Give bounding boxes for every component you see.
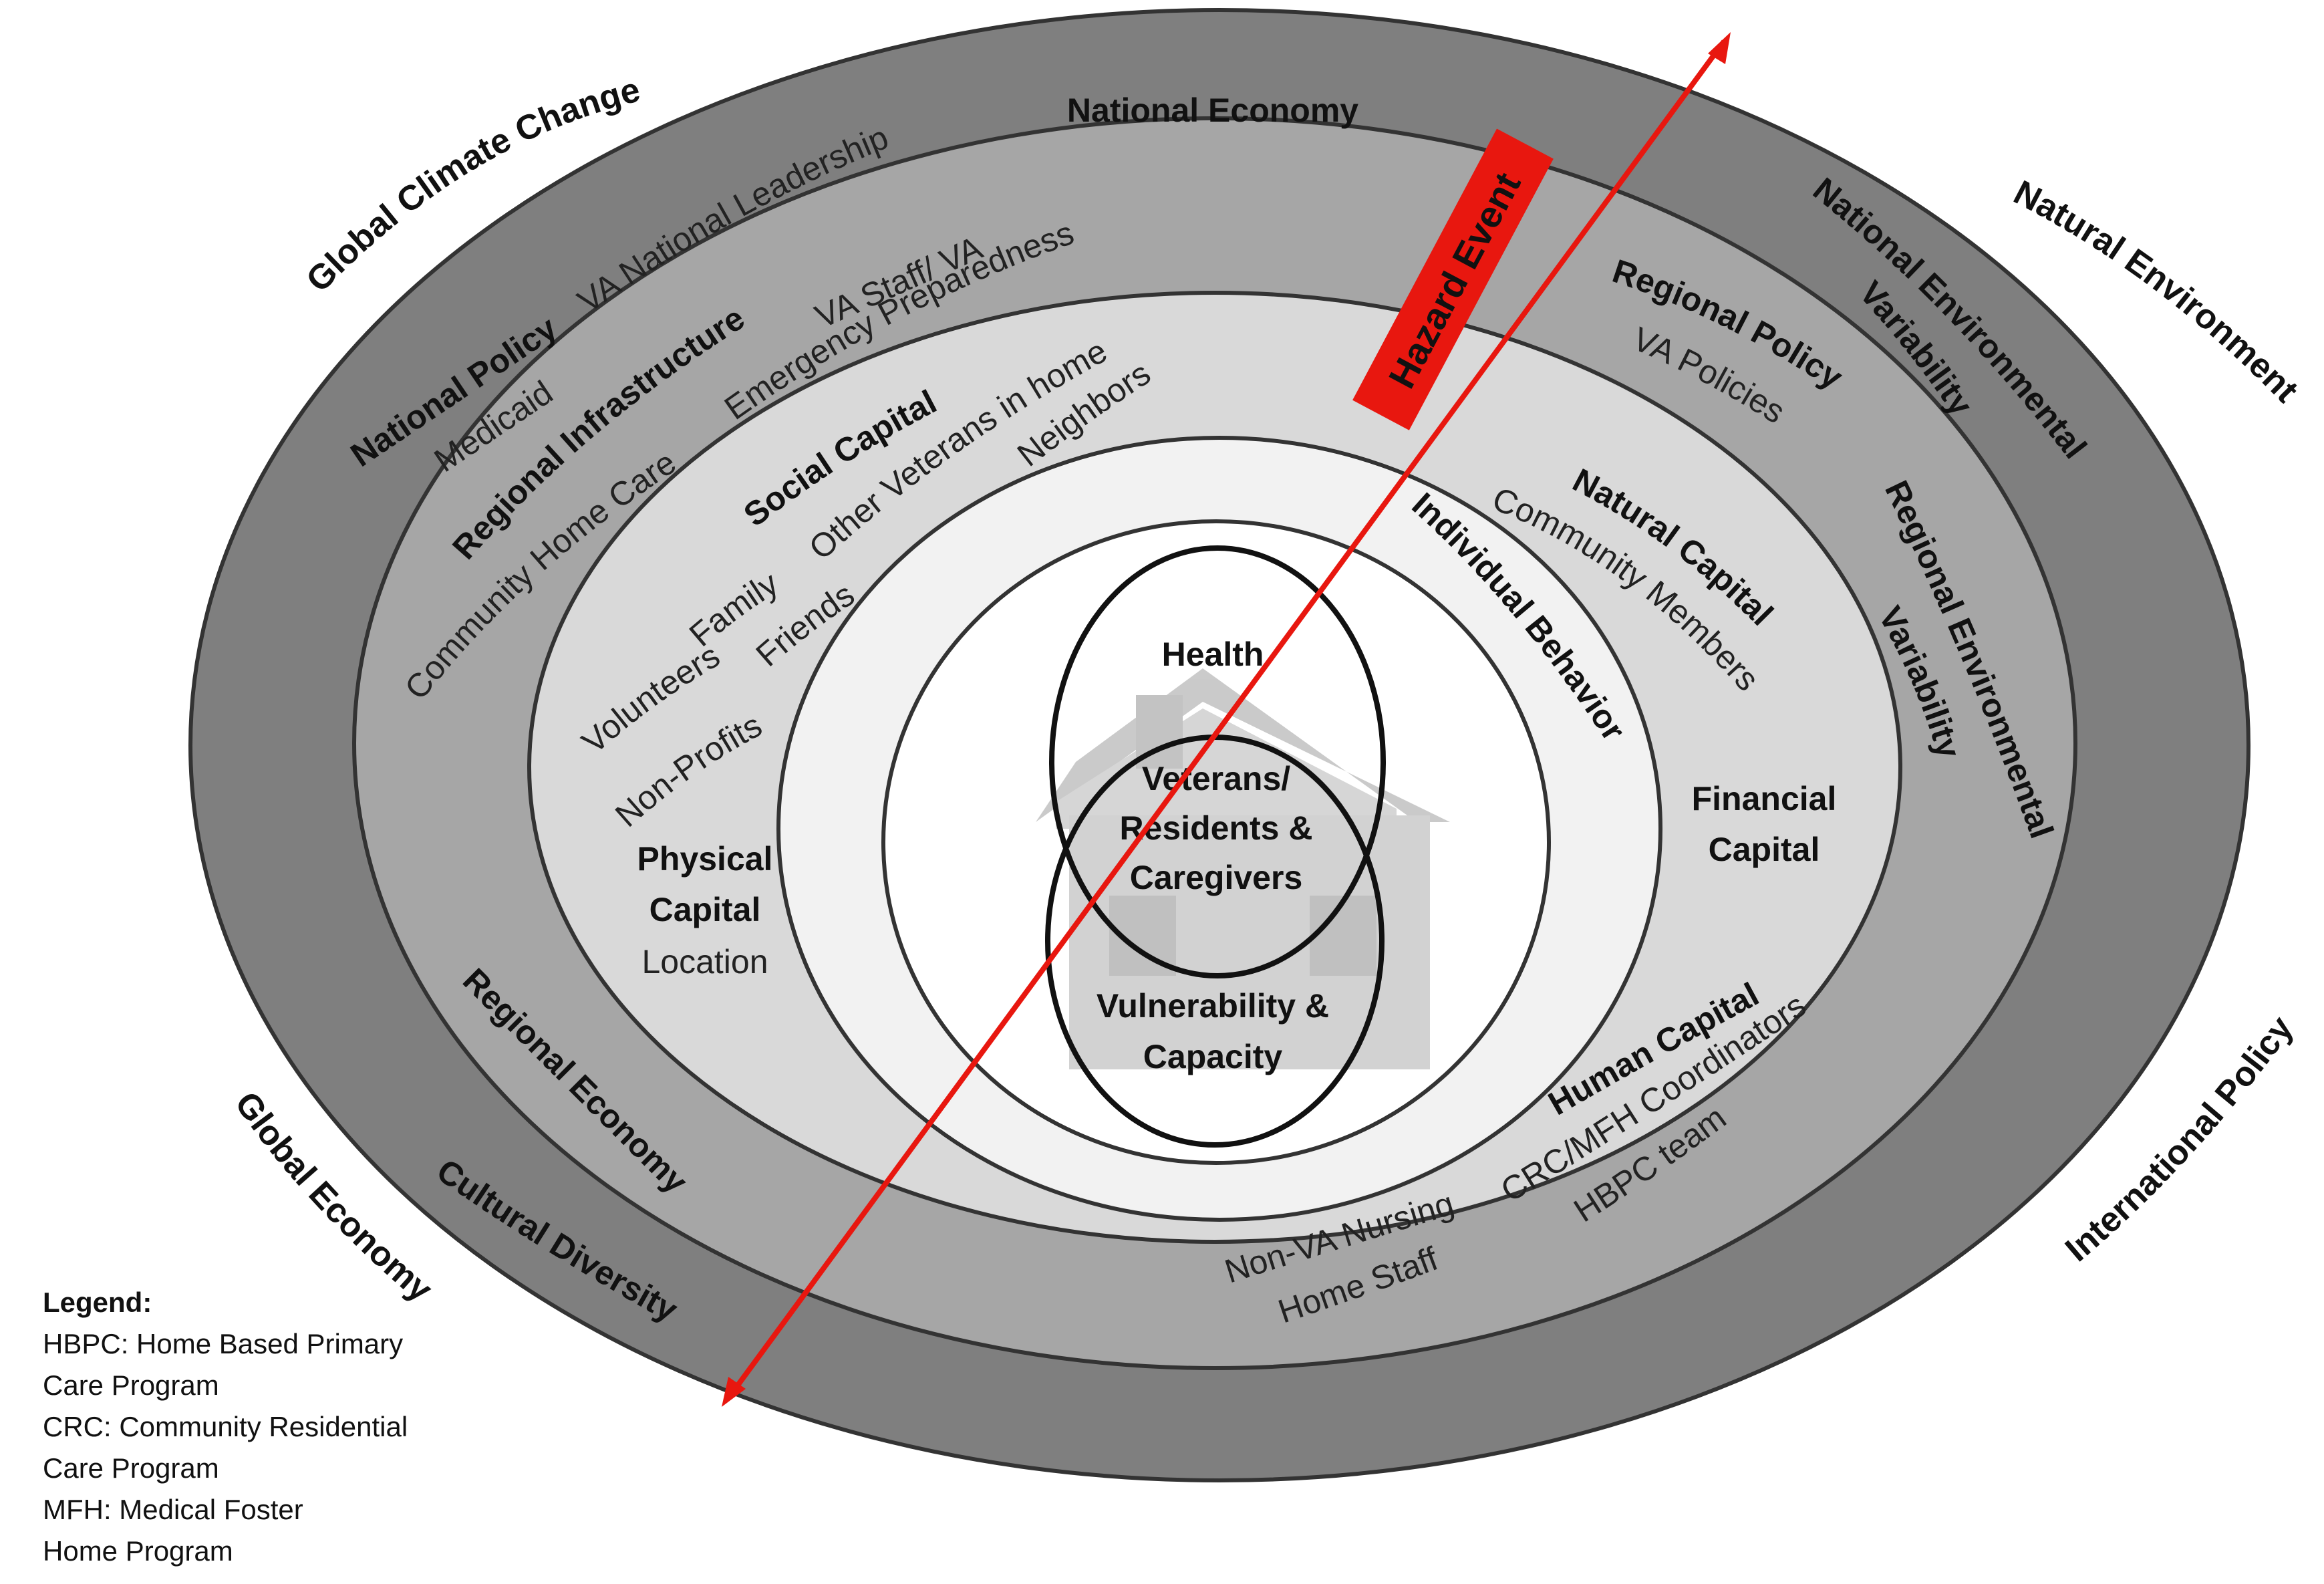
health-circle — [1049, 545, 1386, 978]
financial-capital-label-1: Financial — [1692, 780, 1837, 817]
legend-line: Home Program — [43, 1535, 233, 1567]
legend-line: Care Program — [43, 1452, 219, 1484]
legend-title: Legend: — [43, 1287, 152, 1318]
hazard-arrowhead-bottom — [722, 1377, 746, 1407]
legend-line: HBPC: Home Based Primary — [43, 1328, 404, 1359]
hazard-arrowhead-top — [1708, 32, 1731, 64]
physical-capital-label-2: Capital — [649, 891, 761, 928]
legend: Legend: HBPC: Home Based Primary Care Pr… — [43, 1282, 408, 1572]
veterans-label-2: Residents & — [1120, 809, 1313, 847]
hazard-arrow-line — [729, 39, 1727, 1396]
house-icon — [1036, 668, 1450, 1069]
national-economy-label: National Economy — [1067, 92, 1358, 129]
vulnerability-label-2: Capacity — [1143, 1038, 1283, 1075]
vulnerability-label-1: Vulnerability & — [1097, 987, 1329, 1025]
veterans-label-1: Veterans/ — [1142, 760, 1290, 797]
health-label: Health — [1162, 636, 1264, 673]
legend-line: MFH: Medical Foster — [43, 1494, 303, 1525]
financial-capital-label-2: Capital — [1709, 831, 1820, 868]
location-label: Location — [641, 943, 768, 980]
legend-line: Care Program — [43, 1369, 219, 1401]
legend-line: CRC: Community Residential — [43, 1411, 408, 1442]
physical-capital-label-1: Physical — [637, 840, 773, 878]
veterans-label-3: Caregivers — [1130, 859, 1303, 896]
hazard-event-box — [1352, 128, 1554, 430]
